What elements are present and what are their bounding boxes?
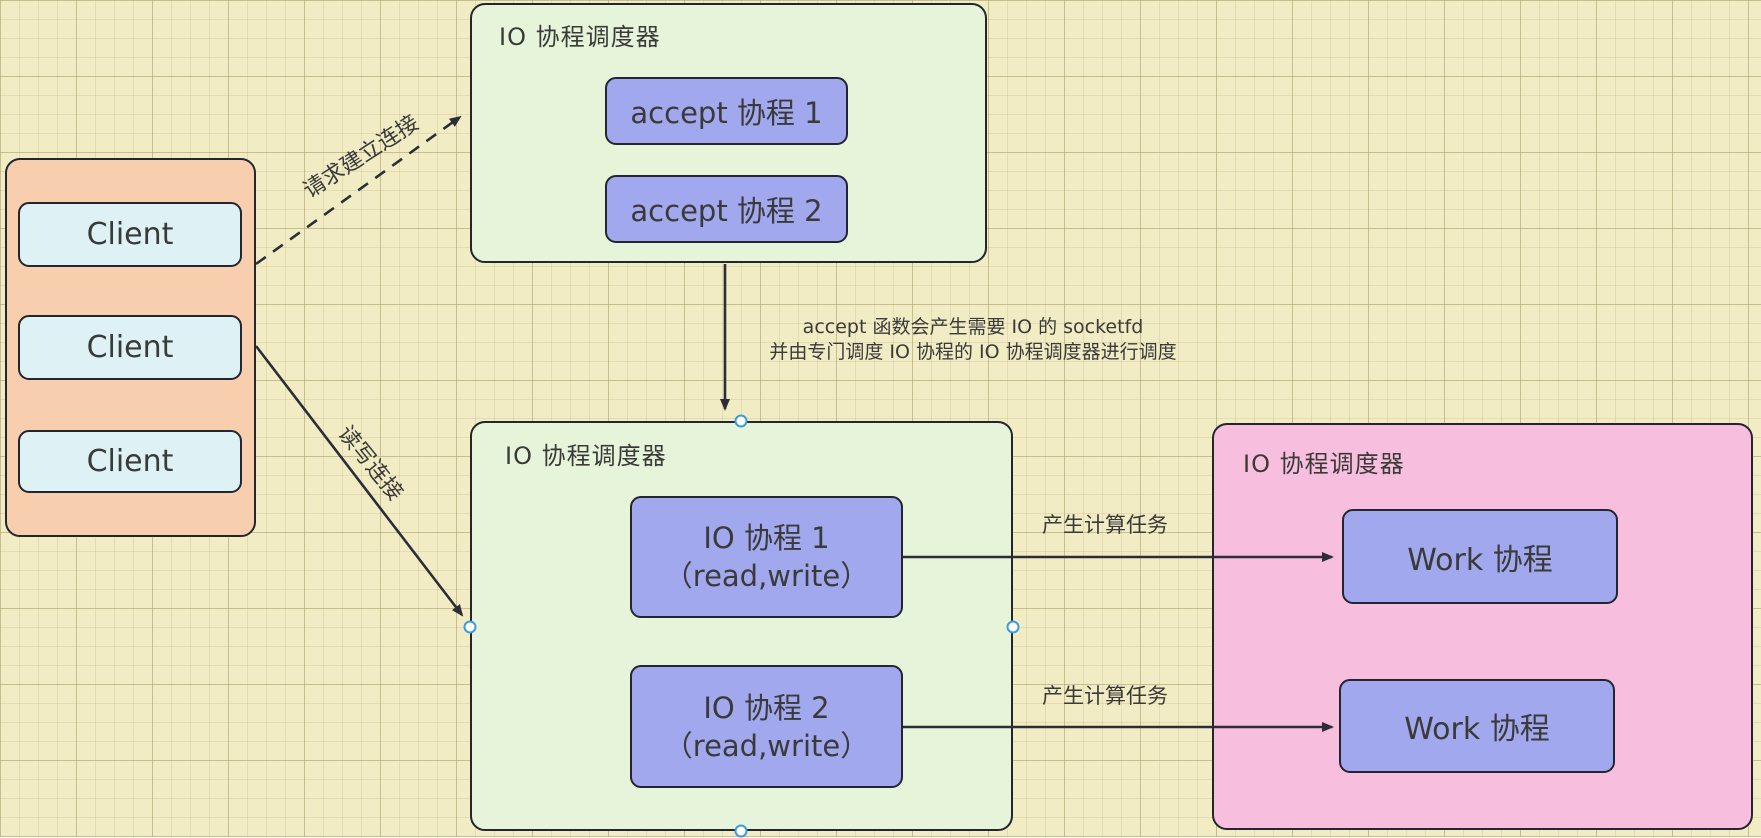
read-write-arrow[interactable] <box>254 345 464 617</box>
io-scheduler-title: IO 协程调度器 <box>505 442 667 470</box>
io-coroutine-1-node[interactable]: IO 协程 1 （read,write） <box>630 496 903 618</box>
produce-task-label-2: 产生计算任务 <box>1042 684 1168 708</box>
accept-note-line2: 并由专门调度 IO 协程的 IO 协程调度器进行调度 <box>769 341 1177 363</box>
work-coroutine-2-node[interactable]: Work 协程 <box>1339 679 1615 773</box>
accept-coroutine-2-node[interactable]: accept 协程 2 <box>605 175 848 243</box>
io-coroutine-2-label: IO 协程 2 （read,write） <box>664 689 869 765</box>
accept-coroutine-2-label: accept 协程 2 <box>630 194 823 228</box>
connection-handle-bottom[interactable] <box>734 824 748 838</box>
connection-handle-top[interactable] <box>734 414 748 428</box>
client-label-3: Client <box>86 444 174 479</box>
accept-coroutine-1-label: accept 协程 1 <box>630 96 823 130</box>
accept-note: accept 函数会产生需要 IO 的 socketfd 并由专门调度 IO 协… <box>769 315 1176 365</box>
accept-note-line1: accept 函数会产生需要 IO 的 socketfd <box>802 316 1144 338</box>
request-connect-label: 请求建立连接 <box>299 110 424 204</box>
io-coroutine-2-node[interactable]: IO 协程 2 （read,write） <box>630 665 903 788</box>
connection-handle-right[interactable] <box>1006 620 1020 634</box>
io-coroutine-2-line2: （read,write） <box>663 728 870 763</box>
io-coroutine-1-line1: IO 协程 1 <box>703 521 830 555</box>
client-label-2: Client <box>86 330 174 365</box>
client-node-3[interactable]: Client <box>18 430 242 493</box>
client-node-2[interactable]: Client <box>18 315 242 380</box>
read-write-label: 读写连接 <box>332 421 408 506</box>
connection-handle-left[interactable] <box>463 620 477 634</box>
work-coroutine-2-label: Work 协程 <box>1404 712 1550 747</box>
client-label-1: Client <box>86 217 174 252</box>
produce-task-label-1: 产生计算任务 <box>1042 513 1168 537</box>
work-coroutine-1-node[interactable]: Work 协程 <box>1342 509 1618 604</box>
io-coroutine-1-line2: （read,write） <box>663 559 870 593</box>
io-coroutine-2-line1: IO 协程 2 <box>703 690 830 725</box>
io-coroutine-1-label: IO 协程 1 （read,write） <box>664 519 869 595</box>
accept-scheduler-title: IO 协程调度器 <box>499 23 661 51</box>
work-scheduler-title: IO 协程调度器 <box>1243 450 1405 478</box>
accept-coroutine-1-node[interactable]: accept 协程 1 <box>605 77 848 145</box>
work-coroutine-1-label: Work 协程 <box>1407 542 1553 578</box>
client-node-1[interactable]: Client <box>18 202 242 267</box>
